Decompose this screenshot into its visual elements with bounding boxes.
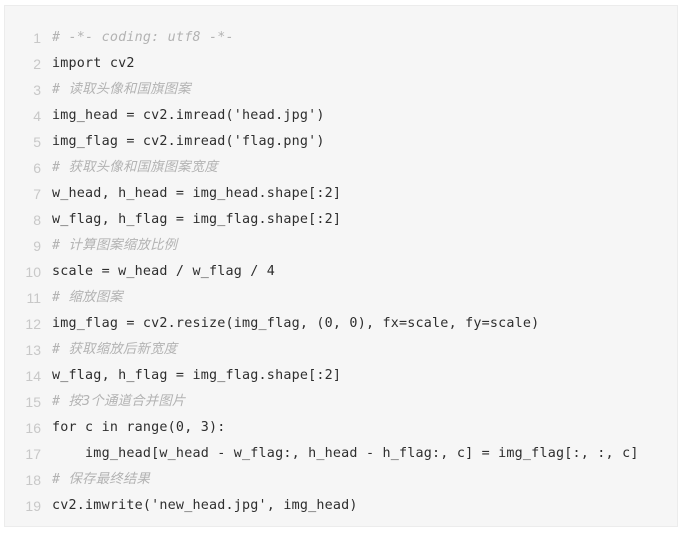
code-text[interactable]: img_flag = cv2.resize(img_flag, (0, 0), …	[52, 316, 540, 331]
code-line: 11 # 缩放图案	[5, 285, 677, 311]
code-line: 18 # 保存最终结果	[5, 467, 677, 493]
code-text[interactable]: img_flag = cv2.imread('flag.png')	[52, 134, 325, 149]
code-comment[interactable]: # -*- coding: utf8 -*-	[52, 30, 234, 45]
code-text[interactable]: for c in range(0, 3):	[52, 420, 226, 435]
line-number: 14	[25, 368, 41, 384]
code-comment[interactable]: # 计算图案缩放比例	[52, 238, 178, 253]
line-number: 17	[25, 446, 41, 462]
line-number: 3	[33, 82, 41, 98]
code-block: 1 # -*- coding: utf8 -*- 2 import cv2 3 # 读取头…	[4, 5, 678, 527]
line-number: 1	[33, 30, 41, 46]
code-line: 10 scale = w_head / w_flag / 4	[5, 259, 677, 285]
line-number: 6	[33, 160, 41, 176]
code-lines: 1 # -*- coding: utf8 -*- 2 import cv2 3 # 读取头…	[5, 25, 677, 519]
code-comment[interactable]: # 缩放图案	[52, 290, 123, 305]
code-text[interactable]: w_flag, h_flag = img_flag.shape[:2]	[52, 368, 342, 383]
code-line: 4 img_head = cv2.imread('head.jpg')	[5, 103, 677, 129]
line-number: 15	[25, 394, 41, 410]
line-number: 5	[33, 134, 41, 150]
line-number: 18	[25, 472, 41, 488]
code-comment[interactable]: # 获取缩放后新宽度	[52, 342, 178, 357]
line-number: 16	[25, 420, 41, 436]
code-line: 16 for c in range(0, 3):	[5, 415, 677, 441]
code-line: 9 # 计算图案缩放比例	[5, 233, 677, 259]
code-line: 13 # 获取缩放后新宽度	[5, 337, 677, 363]
code-line: 17 img_head[w_head - w_flag:, h_head - h…	[5, 441, 677, 467]
code-line: 14 w_flag, h_flag = img_flag.shape[:2]	[5, 363, 677, 389]
line-number: 19	[25, 498, 41, 514]
line-number: 10	[25, 264, 41, 280]
code-text[interactable]: cv2.imwrite('new_head.jpg', img_head)	[52, 498, 358, 513]
line-number: 8	[33, 212, 41, 228]
line-number: 13	[25, 342, 41, 358]
line-number: 12	[25, 316, 41, 332]
code-comment[interactable]: # 读取头像和国旗图案	[52, 82, 191, 97]
code-text[interactable]: import cv2	[52, 56, 135, 71]
code-text[interactable]: img_head = cv2.imread('head.jpg')	[52, 108, 325, 123]
code-text[interactable]: img_head[w_head - w_flag:, h_head - h_fl…	[52, 446, 639, 461]
code-line: 5 img_flag = cv2.imread('flag.png')	[5, 129, 677, 155]
line-number: 7	[33, 186, 41, 202]
code-line: 1 # -*- coding: utf8 -*-	[5, 25, 677, 51]
code-text[interactable]: w_flag, h_flag = img_flag.shape[:2]	[52, 212, 342, 227]
code-text[interactable]: scale = w_head / w_flag / 4	[52, 264, 276, 279]
line-number: 2	[33, 56, 41, 72]
line-number: 4	[33, 108, 41, 124]
code-comment[interactable]: # 按3个通道合并图片	[52, 394, 186, 409]
line-number: 9	[33, 238, 41, 254]
code-line: 3 # 读取头像和国旗图案	[5, 77, 677, 103]
code-text[interactable]: w_head, h_head = img_head.shape[:2]	[52, 186, 342, 201]
code-line: 12 img_flag = cv2.resize(img_flag, (0, 0)…	[5, 311, 677, 337]
code-line: 8 w_flag, h_flag = img_flag.shape[:2]	[5, 207, 677, 233]
code-line: 15 # 按3个通道合并图片	[5, 389, 677, 415]
code-line: 7 w_head, h_head = img_head.shape[:2]	[5, 181, 677, 207]
line-number: 11	[26, 290, 41, 306]
code-comment[interactable]: # 获取头像和国旗图案宽度	[52, 160, 219, 175]
code-comment[interactable]: # 保存最终结果	[52, 472, 151, 487]
code-line: 2 import cv2	[5, 51, 677, 77]
code-line: 19 cv2.imwrite('new_head.jpg', img_head)	[5, 493, 677, 519]
code-line: 6 # 获取头像和国旗图案宽度	[5, 155, 677, 181]
